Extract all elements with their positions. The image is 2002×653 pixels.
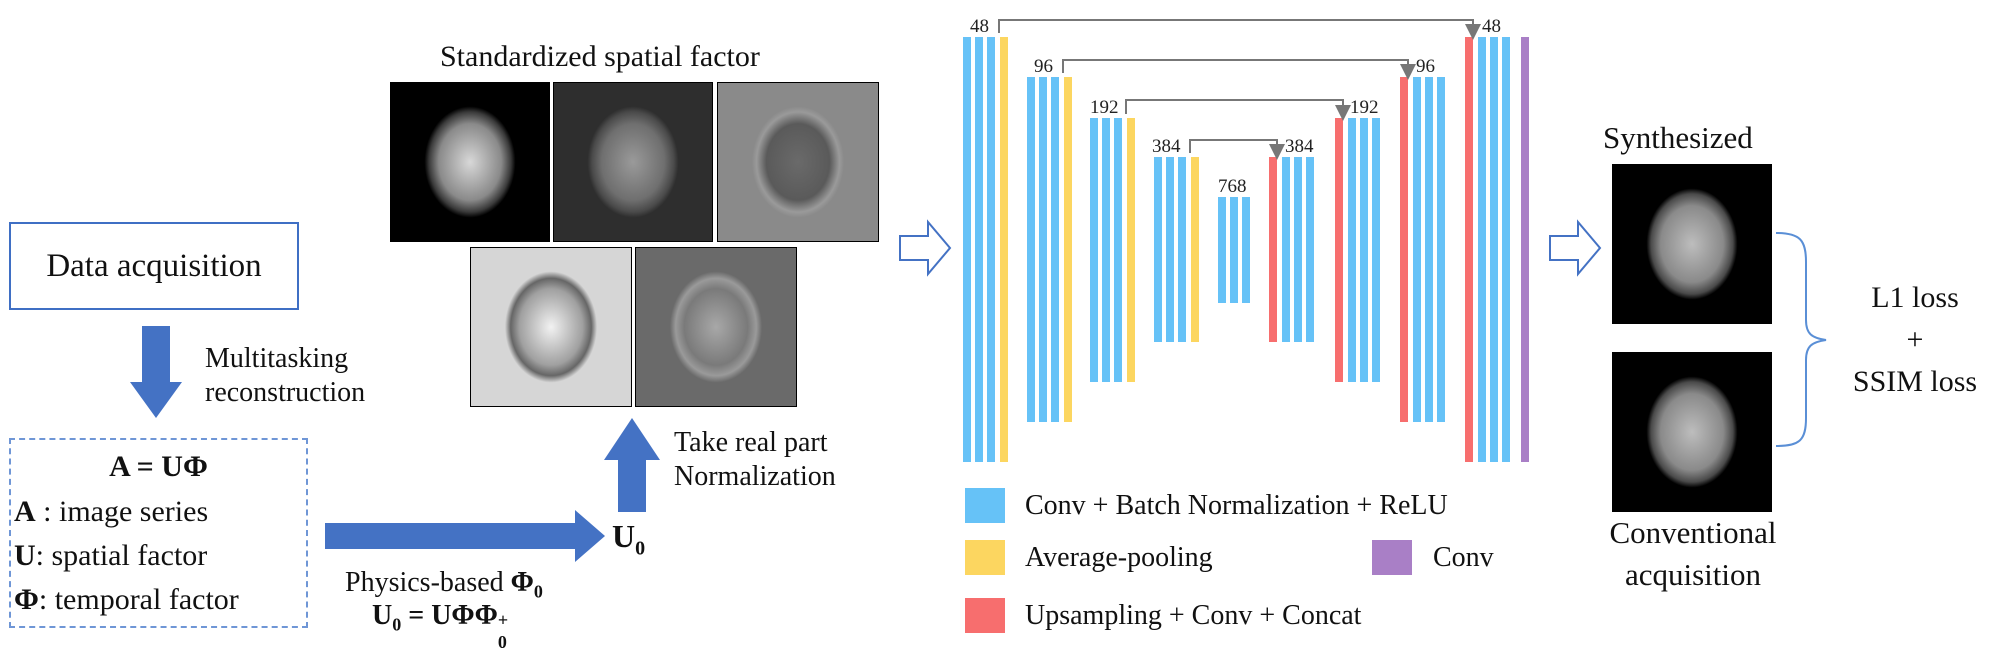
- data-acquisition-label: Data acquisition: [46, 247, 262, 284]
- decoder-block-4: [1269, 157, 1314, 342]
- legend-swatch-conv: [1372, 540, 1412, 575]
- loss-label: L1 loss + SSIM loss: [1852, 281, 1978, 398]
- hollow-arrow-icon: [1549, 219, 1602, 277]
- encoder-block-2: [1027, 77, 1072, 422]
- take-real-label: Take real part Normalization: [674, 427, 836, 492]
- channel-label-enc3: 192: [1090, 97, 1119, 118]
- channel-label-enc1: 48: [970, 16, 989, 37]
- legend-label-conv-bn-relu: Conv + Batch Normalization + ReLU: [1025, 490, 1448, 521]
- legend-swatch-upsampling: [965, 598, 1005, 633]
- brain-image: [553, 82, 713, 242]
- formula-line-u: U: spatial factor: [14, 539, 208, 572]
- up-arrow-icon: [604, 418, 660, 512]
- down-arrow-icon: [130, 326, 182, 418]
- encoder-block-4: [1154, 157, 1199, 342]
- physics-line2: U0 = UΦΦ+0: [372, 600, 509, 652]
- bottleneck-block: [1218, 197, 1250, 303]
- standardized-title: Standardized spatial factor: [440, 40, 760, 73]
- legend-swatch-conv-bn-relu: [965, 488, 1005, 523]
- legend-label-avg-pool: Average-pooling: [1025, 542, 1213, 573]
- formula-main: A = UΦ: [109, 450, 208, 483]
- legend-label-upsampling: Upsampling + Conv + Concat: [1025, 600, 1362, 631]
- channel-label-dec1: 48: [1482, 16, 1501, 37]
- formula-line-a: A : image series: [14, 495, 209, 528]
- formula-line-phi: Φ: temporal factor: [14, 583, 239, 616]
- legend-label-conv: Conv: [1433, 542, 1494, 573]
- conventional-brain-image: [1612, 352, 1772, 512]
- encoder-block-1: [963, 37, 1008, 462]
- channel-label-enc4: 384: [1152, 136, 1181, 157]
- synthesized-title: Synthesized: [1603, 120, 1753, 155]
- legend-swatch-avg-pool: [965, 540, 1005, 575]
- multitasking-label: Multitasking reconstruction: [205, 343, 366, 408]
- u0-label: U0: [612, 518, 646, 560]
- skip-connections: [998, 19, 1481, 160]
- brain-image: [390, 82, 550, 242]
- decoder-block-3: [1335, 118, 1380, 382]
- channel-label-dec2: 96: [1416, 56, 1435, 77]
- hollow-arrow-icon: [899, 219, 952, 277]
- channel-label-enc2: 96: [1034, 56, 1053, 77]
- encoder-block-3: [1090, 118, 1135, 382]
- channel-label-bottom: 768: [1218, 176, 1247, 197]
- channel-label-dec4: 384: [1285, 136, 1314, 157]
- physics-line1: Physics-based Φ0: [345, 567, 543, 602]
- data-acquisition-box: Data acquisition: [9, 222, 299, 310]
- decoder-block-1: [1465, 37, 1529, 462]
- brain-image: [717, 82, 879, 242]
- brace-icon: [1775, 232, 1827, 447]
- right-arrow-icon: [325, 510, 605, 562]
- brain-image: [470, 247, 632, 407]
- conventional-label: Conventional acquisition: [1609, 515, 1777, 592]
- channel-label-dec3: 192: [1350, 97, 1379, 118]
- synthesized-brain-image: [1612, 164, 1772, 324]
- brain-image: [635, 247, 797, 407]
- formula-box: [9, 438, 308, 628]
- decoder-block-2: [1400, 77, 1445, 422]
